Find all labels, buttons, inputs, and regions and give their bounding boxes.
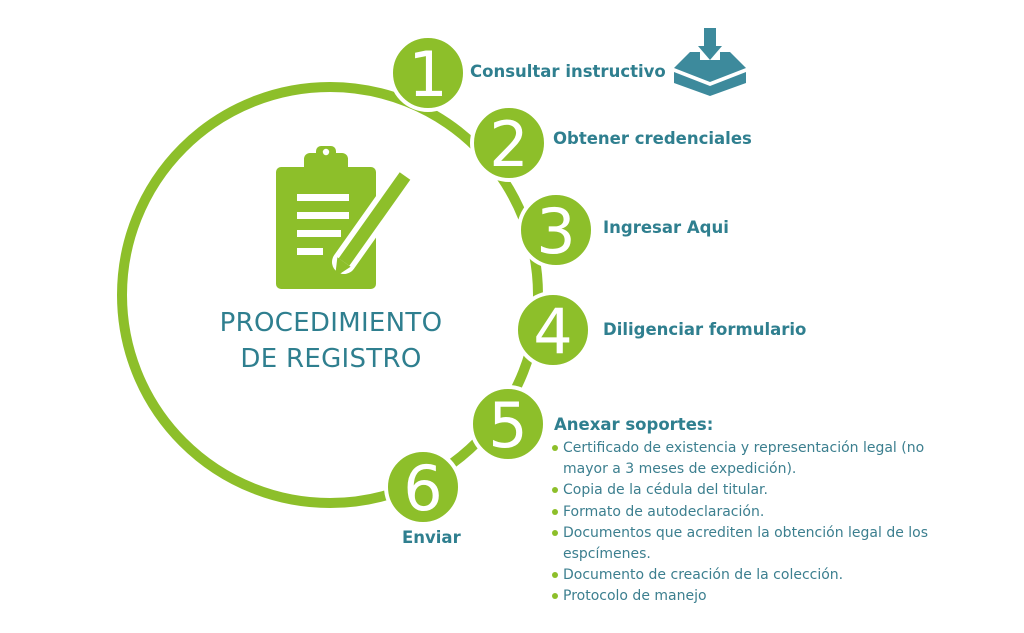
clipboard-pencil-icon — [276, 146, 417, 289]
list-item: Documento de creación de la colección. — [551, 565, 931, 586]
list-item: Certificado de existencia y representaci… — [551, 438, 931, 480]
step-number-3: 3 — [536, 195, 575, 268]
step-number-4: 4 — [533, 295, 572, 368]
bullet-dot — [552, 593, 558, 600]
step-6-label: Enviar — [402, 528, 461, 547]
list-item-text: Documento de creación de la colección. — [563, 567, 844, 584]
bullet-dot — [552, 445, 558, 451]
step-1-label[interactable]: Consultar instructivo — [470, 62, 666, 81]
step-number-1: 1 — [408, 38, 447, 111]
supporting-documents-list: Certificado de existencia y representaci… — [551, 438, 931, 608]
list-item-text: Protocolo de manejo — [563, 588, 707, 605]
step-5-label: Anexar soportes: — [554, 415, 714, 434]
step-marker-3: 3 — [517, 191, 595, 269]
list-item: Documentos que acrediten la obtención le… — [551, 523, 931, 565]
step-marker-1: 1 — [389, 34, 467, 112]
step-marker-6: 6 — [384, 448, 462, 526]
step-number-5: 5 — [488, 389, 527, 462]
list-item-text: Certificado de existencia y representaci… — [563, 440, 925, 478]
list-item-text: Copia de la cédula del titular. — [563, 482, 768, 499]
step-number-2: 2 — [489, 108, 528, 181]
step-marker-4: 4 — [514, 291, 592, 369]
download-tray-icon[interactable] — [674, 28, 746, 96]
list-item-text: Formato de autodeclaración. — [563, 503, 765, 520]
bullet-dot — [552, 508, 558, 515]
diagram-title-line-1: PROCEDIMIENTO — [219, 308, 443, 338]
list-item: Protocolo de manejo — [551, 586, 931, 607]
diagram-title-line-2: DE REGISTRO — [240, 344, 422, 374]
step-marker-5: 5 — [469, 385, 547, 463]
bullet-dot — [552, 572, 558, 579]
bullet-dot — [552, 487, 558, 494]
list-item: Copia de la cédula del titular. — [551, 480, 931, 501]
list-item-text: Documentos que acrediten la obtención le… — [563, 524, 929, 563]
step-2-label: Obtener credenciales — [553, 129, 752, 148]
step-marker-2: 2 — [470, 104, 548, 182]
step-3-label[interactable]: Ingresar Aqui — [603, 218, 729, 237]
step-4-label: Diligenciar formulario — [603, 320, 807, 339]
list-item: Formato de autodeclaración. — [551, 502, 931, 523]
bullet-dot — [552, 529, 558, 536]
step-number-6: 6 — [403, 452, 442, 525]
